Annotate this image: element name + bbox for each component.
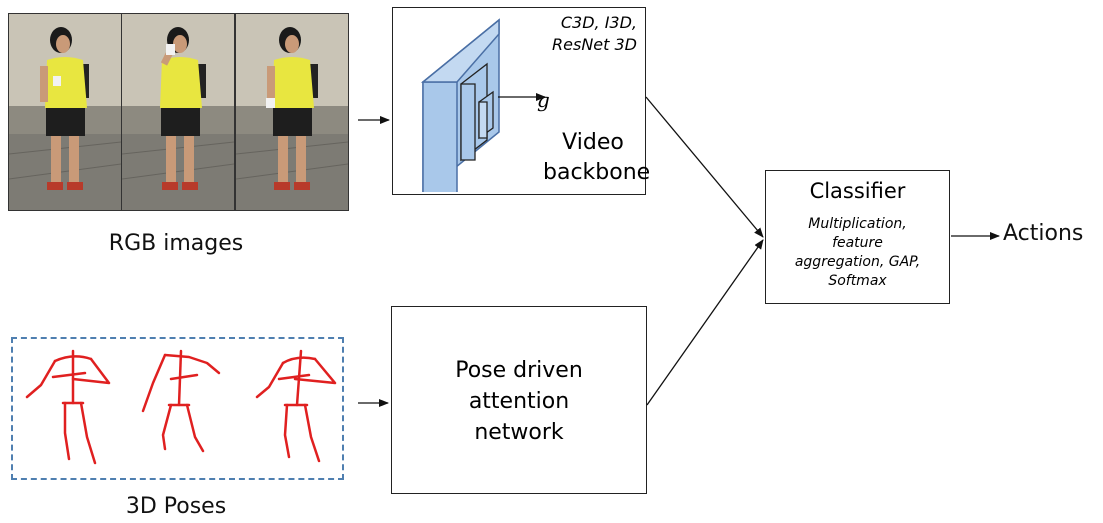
backbone-title-line-2: backbone xyxy=(543,160,651,185)
rgb-frame-3 xyxy=(235,13,349,211)
backbone-title-line-1: Video xyxy=(562,130,624,155)
classifier-box: Classifier Multiplication, feature aggre… xyxy=(765,170,950,304)
conv-cube-icon xyxy=(420,18,500,192)
pose-frames-box xyxy=(11,337,344,480)
rgb-frame-1 xyxy=(8,13,122,211)
rgb-frame-2 xyxy=(121,13,235,211)
skeleton-poses xyxy=(25,349,337,465)
classifier-detail-1: Multiplication, xyxy=(808,216,907,232)
pose-network-line-3: network xyxy=(474,420,564,445)
actions-output-label: Actions xyxy=(1003,221,1084,246)
classifier-title: Classifier xyxy=(809,179,906,203)
pose-network-line-2: attention xyxy=(468,389,570,414)
arrow-backbone-to-classifier xyxy=(645,96,764,238)
backbone-models-line-1: C3D, I3D, xyxy=(560,13,637,32)
classifier-detail-3: aggregation, GAP, xyxy=(794,254,921,270)
3d-poses-label: 3D Poses xyxy=(125,494,227,519)
classifier-detail-4: Softmax xyxy=(828,273,887,289)
classifier-detail-2: feature xyxy=(832,235,883,251)
rgb-images-label: RGB images xyxy=(108,231,244,256)
backbone-models-line-2: ResNet 3D xyxy=(552,35,637,54)
arrow-network-to-classifier xyxy=(646,239,764,406)
pose-network-line-1: Pose driven xyxy=(455,358,583,383)
pose-attention-network-box: Pose driven attention network xyxy=(391,306,647,494)
